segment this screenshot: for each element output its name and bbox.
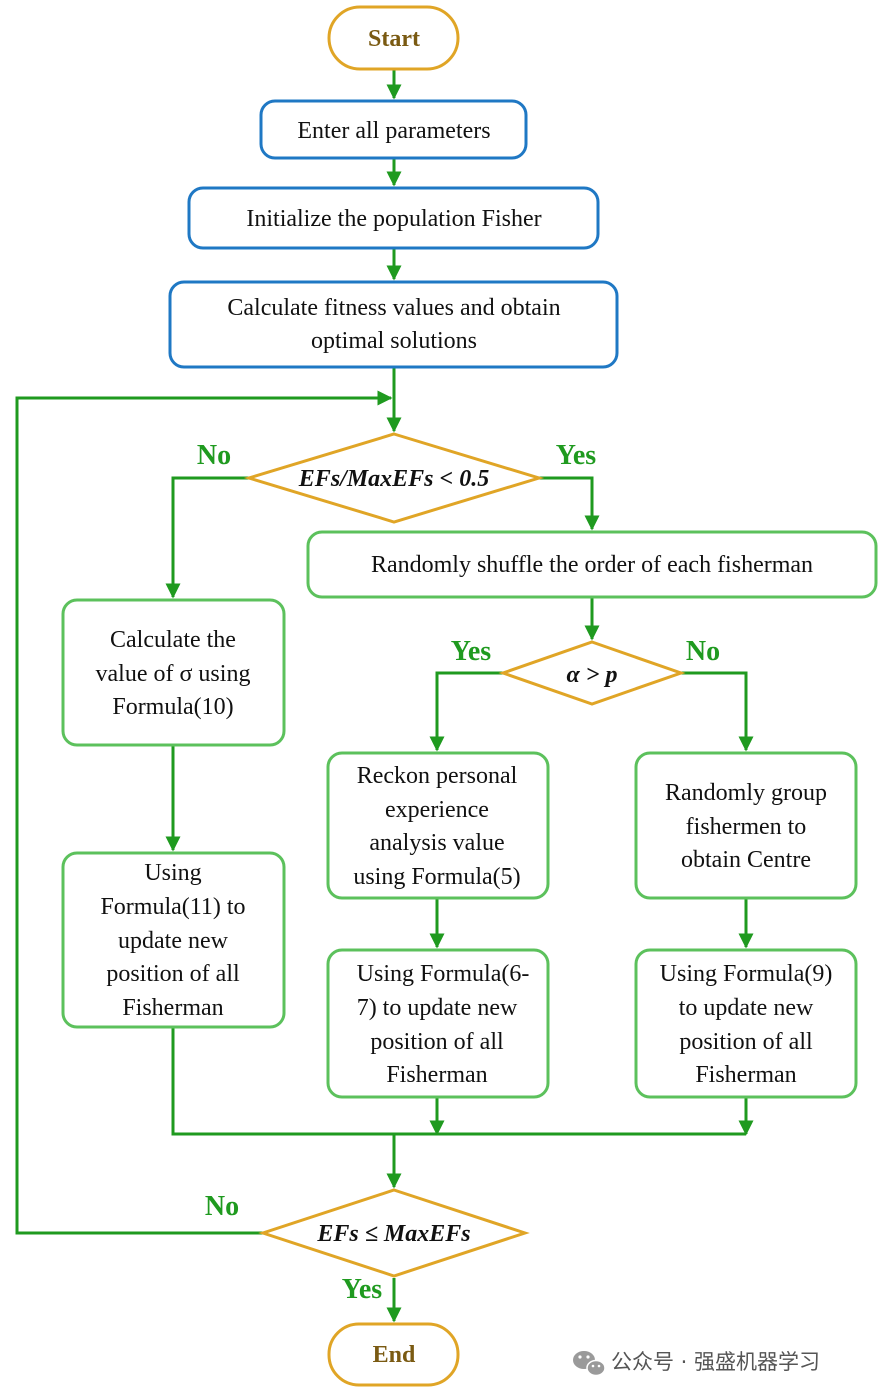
init-population-box: Initialize the population Fisher bbox=[187, 186, 600, 250]
shuffle-box: Randomly shuffle the order of each fishe… bbox=[306, 530, 878, 599]
calc-fitness-line-1: Calculate fitness values and obtain bbox=[227, 295, 560, 321]
decision-alpha-no-label: No bbox=[686, 636, 720, 667]
group-line-2: fishermen to bbox=[686, 814, 807, 840]
update-9-line-3: position of all bbox=[679, 1029, 813, 1055]
arrow-cond1-no bbox=[165, 476, 249, 599]
watermark-text: 公众号 · 强盛机器学习 bbox=[611, 1350, 820, 1374]
calc-sigma-line-2: value of σ using bbox=[96, 661, 251, 687]
decision-maxefs-label: EFs ≤ MaxEFs bbox=[316, 1221, 470, 1247]
calc-sigma-line-3: Formula(10) bbox=[112, 694, 233, 720]
update-9-box: Using Formula(9) to update new position … bbox=[634, 948, 858, 1099]
update-67-line-2: 7) to update new bbox=[357, 995, 518, 1021]
update-9-line-2: to update new bbox=[679, 995, 814, 1021]
update-11-box: Using Formula(11) to update new position… bbox=[61, 851, 286, 1029]
calc-sigma-line-1: Calculate the bbox=[110, 627, 236, 653]
merge-line bbox=[171, 1028, 746, 1136]
group-line-3: obtain Centre bbox=[681, 847, 811, 873]
decision-ratio-no-label: No bbox=[197, 440, 231, 471]
reckon-line-1: Reckon personal bbox=[357, 763, 518, 789]
decision-ratio-label: EFs/MaxEFs < 0.5 bbox=[298, 466, 489, 492]
calc-sigma-box: Calculate the value of σ using Formula(1… bbox=[61, 598, 286, 747]
watermark: 公众号 · 强盛机器学习 bbox=[573, 1350, 820, 1377]
arrow-cond1-yes bbox=[539, 476, 600, 531]
decision-ratio: EFs/MaxEFs < 0.5 bbox=[243, 432, 545, 524]
update-11-line-4: position of all bbox=[106, 961, 240, 987]
update-67-line-3: position of all bbox=[370, 1029, 504, 1055]
arrow-cond2-no bbox=[681, 671, 754, 752]
update-11-line-3: update new bbox=[118, 928, 229, 954]
decision-maxefs-yes-label: Yes bbox=[342, 1274, 383, 1305]
update-67-line-4: Fisherman bbox=[386, 1062, 487, 1088]
reckon-box: Reckon personal experience analysis valu… bbox=[326, 751, 550, 900]
decision-alpha: α > p bbox=[498, 640, 686, 706]
start-label: Start bbox=[368, 26, 420, 52]
update-67-box: Using Formula(6- 7) to update new positi… bbox=[326, 948, 550, 1099]
update-67-line-1: Using Formula(6- bbox=[357, 961, 530, 987]
arrow-cond3-no-loop bbox=[15, 390, 393, 1235]
decision-maxefs: EFs ≤ MaxEFs bbox=[258, 1188, 530, 1278]
update-11-line-5: Fisherman bbox=[122, 995, 223, 1021]
reckon-line-4: using Formula(5) bbox=[353, 864, 520, 890]
update-9-line-4: Fisherman bbox=[695, 1062, 796, 1088]
arrow-cond2-yes bbox=[429, 671, 503, 752]
group-line-1: Randomly group bbox=[665, 780, 827, 806]
decision-ratio-yes-label: Yes bbox=[556, 440, 597, 471]
reckon-line-2: experience bbox=[385, 797, 489, 823]
decision-alpha-label: α > p bbox=[567, 662, 618, 688]
update-11-line-2: Formula(11) to bbox=[100, 894, 245, 920]
update-11-line-1: Using bbox=[144, 860, 201, 886]
group-box: Randomly group fishermen to obtain Centr… bbox=[634, 751, 858, 900]
shuffle-label: Randomly shuffle the order of each fishe… bbox=[371, 552, 813, 578]
calc-fitness-box: Calculate fitness values and obtain opti… bbox=[168, 280, 619, 369]
wechat-icon bbox=[573, 1351, 606, 1377]
update-9-line-1: Using Formula(9) bbox=[660, 961, 833, 987]
init-population-label: Initialize the population Fisher bbox=[246, 206, 541, 232]
enter-params-label: Enter all parameters bbox=[297, 118, 490, 144]
end-label: End bbox=[373, 1342, 416, 1368]
end-node: End bbox=[327, 1322, 460, 1387]
reckon-line-3: analysis value bbox=[369, 830, 504, 856]
calc-fitness-line-2: optimal solutions bbox=[311, 328, 477, 354]
connectors bbox=[15, 70, 754, 1323]
decision-alpha-yes-label: Yes bbox=[451, 636, 492, 667]
enter-params-box: Enter all parameters bbox=[259, 99, 528, 160]
decision-maxefs-no-label: No bbox=[205, 1191, 239, 1222]
start-node: Start bbox=[327, 5, 460, 71]
